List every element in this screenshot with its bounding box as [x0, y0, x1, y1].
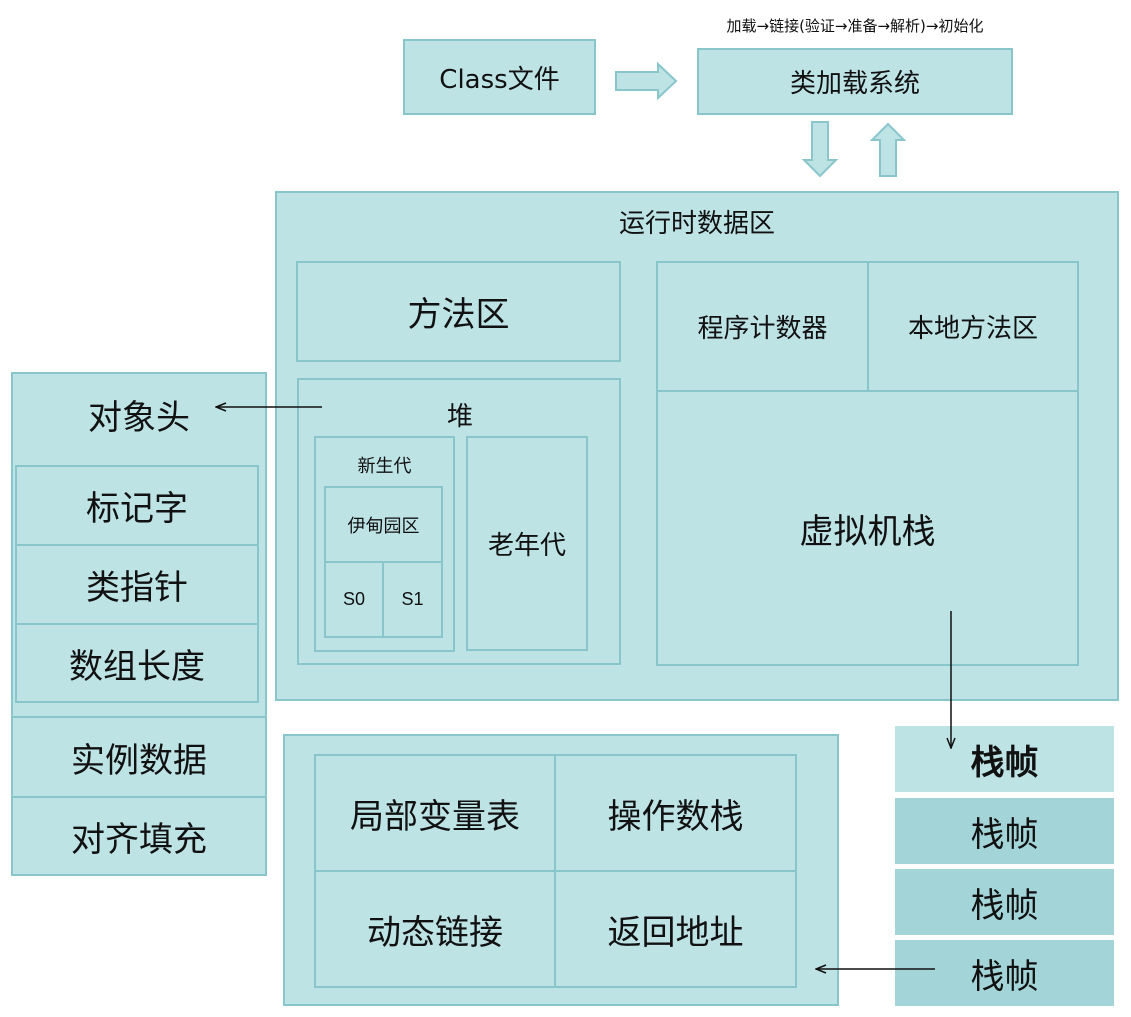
vm-stack-box: 虚拟机栈 — [656, 390, 1079, 666]
class-pointer-label: 类指针 — [86, 568, 188, 608]
mark-word-label: 标记字 — [86, 489, 188, 529]
eden-label: 伊甸园区 — [347, 515, 420, 537]
stack-frame-label-2: 栈帧 — [970, 885, 1039, 926]
class-pointer-box: 类指针 — [15, 544, 259, 625]
pc-register-label: 程序计数器 — [697, 314, 828, 344]
stack-frame-top: 栈帧 — [895, 726, 1114, 792]
method-area-box: 方法区 — [296, 261, 621, 362]
survivor-s1-label: S1 — [401, 589, 424, 609]
stack-frame-label-3: 栈帧 — [970, 956, 1039, 997]
array-length-box: 数组长度 — [15, 623, 259, 703]
dynamic-linking-box: 动态链接 — [314, 870, 556, 988]
block-arrow-up — [869, 122, 907, 177]
class-file-label: Class文件 — [439, 64, 560, 95]
dynamic-linking-label: 动态链接 — [367, 912, 503, 953]
stack-frame-label-0: 栈帧 — [970, 742, 1039, 783]
stack-frame: 栈帧 — [895, 940, 1114, 1006]
eden-box: 伊甸园区 — [324, 486, 443, 563]
return-address-label: 返回地址 — [607, 912, 744, 953]
survivor-s0-label: S0 — [342, 589, 366, 609]
return-address-box: 返回地址 — [554, 870, 797, 988]
block-arrow-down — [801, 121, 839, 178]
heap-label: 堆 — [447, 402, 474, 432]
object-header-label: 对象头 — [88, 397, 190, 438]
survivor-s1-box: S1 — [382, 561, 443, 638]
native-method-area-box: 本地方法区 — [867, 261, 1079, 392]
mark-word-box: 标记字 — [15, 465, 259, 546]
pc-register-box: 程序计数器 — [656, 261, 869, 392]
vm-stack-label: 虚拟机栈 — [799, 511, 936, 552]
operand-stack-label: 操作数栈 — [607, 796, 744, 837]
old-gen-label: 老年代 — [487, 531, 566, 561]
young-gen-label: 新生代 — [357, 456, 412, 477]
padding-box: 对齐填充 — [11, 796, 267, 876]
native-method-area-label: 本地方法区 — [907, 314, 1038, 344]
method-area-label: 方法区 — [407, 295, 510, 335]
block-arrow-right — [615, 61, 678, 101]
instance-data-box: 实例数据 — [11, 716, 267, 798]
survivor-s0-box: S0 — [324, 561, 384, 638]
stack-frame: 栈帧 — [895, 869, 1114, 935]
array-length-label: 数组长度 — [69, 646, 205, 687]
loading-steps-caption: 加载→链接(验证→准备→解析)→初始化 — [726, 17, 984, 35]
old-gen-box: 老年代 — [466, 436, 588, 651]
class-loader-box: 类加载系统 — [697, 48, 1013, 115]
class-loader-label: 类加载系统 — [789, 69, 920, 99]
stack-frame: 栈帧 — [895, 798, 1114, 864]
operand-stack-box: 操作数栈 — [554, 754, 797, 872]
local-variables-label: 局部变量表 — [350, 796, 520, 837]
stack-frame-label-1: 栈帧 — [970, 814, 1039, 855]
instance-data-label: 实例数据 — [71, 740, 207, 781]
padding-label: 对齐填充 — [71, 819, 207, 860]
runtime-data-area-title: 运行时数据区 — [618, 209, 775, 239]
local-variables-box: 局部变量表 — [314, 754, 556, 872]
class-file-box: Class文件 — [403, 39, 596, 115]
